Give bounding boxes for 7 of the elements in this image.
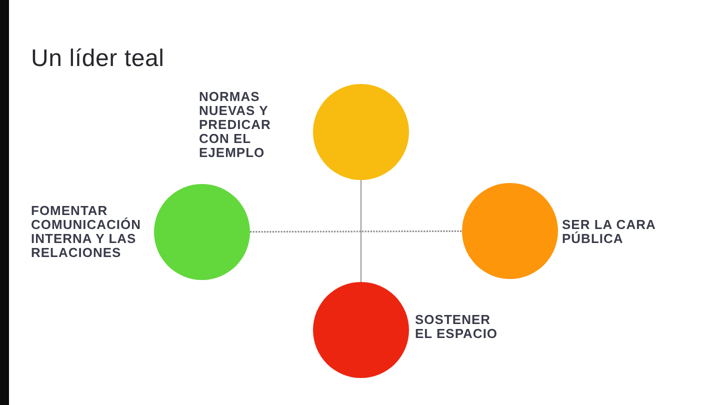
dotted-connector-line [250, 230, 462, 233]
title: Un líder teal [31, 44, 164, 74]
circle-caption: SER LA CARA PÚBLICA [562, 218, 656, 246]
connector-line [360, 180, 362, 282]
circle-caption: FOMENTAR COMUNICACIÓN INTERNA Y LAS RELACIONES [31, 204, 142, 260]
circle-caption: SOSTENER EL ESPACIO [415, 313, 499, 341]
caption-text: NORMAS NUEVAS Y PREDICAR CON EL EJEMPLO [199, 90, 272, 160]
